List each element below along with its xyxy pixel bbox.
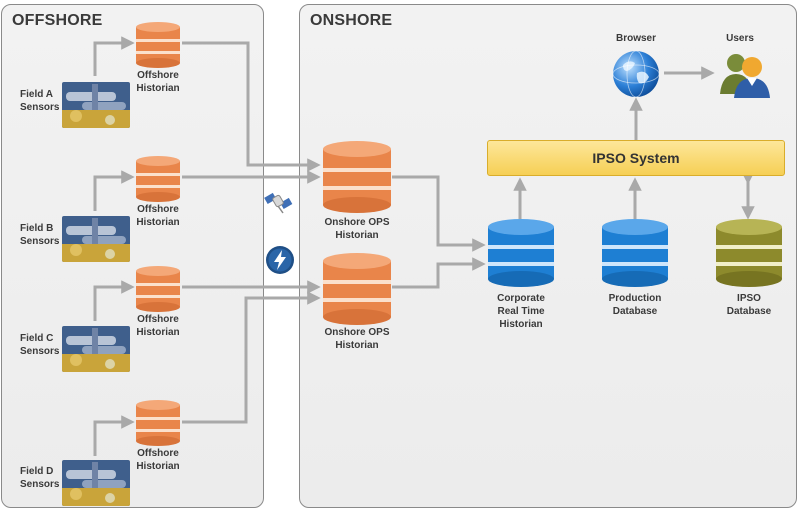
ipso-system-box: IPSO System [487, 140, 785, 176]
offshore-historian-c-icon [136, 266, 180, 312]
arrow-historian-d-to-ops2 [182, 291, 321, 424]
offshore-historian-c-label: Offshore Historian [136, 314, 180, 338]
field-c-sensors-label: Field C Sensors [20, 333, 60, 357]
sensor-photo [62, 460, 130, 506]
field-a-sensors-label: Field A Sensors [20, 89, 60, 113]
ipso-database-icon [716, 219, 782, 287]
field-b-sensors-label: Field B Sensors [20, 223, 60, 247]
browser-label: Browser [615, 33, 656, 44]
offshore-historian-d-label: Offshore Historian [136, 448, 180, 472]
offshore-title: OFFSHORE [12, 12, 103, 29]
lightning-icon [266, 246, 294, 274]
offshore-historian-a-icon [136, 22, 180, 68]
arrow-ops2-to-corporate [392, 257, 486, 289]
arrow-field-a-to-historian [93, 36, 135, 76]
arrow-field-d-to-historian [93, 415, 135, 456]
satellite-icon [264, 192, 293, 214]
users-label: Users [726, 33, 754, 44]
arrow-field-b-to-historian [93, 170, 135, 211]
corporate-historian-label: Corporate Real Time Historian [497, 293, 545, 330]
onshore-title: ONSHORE [310, 12, 393, 29]
offshore-historian-b-label: Offshore Historian [136, 204, 180, 228]
onshore-ops-historian-1-icon [323, 141, 391, 213]
onshore-ops-historian-2-label: Onshore OPS Historian [324, 327, 390, 351]
arrow-ops1-to-corporate [392, 175, 486, 252]
sensor-photo [62, 82, 130, 128]
users-icon [720, 54, 770, 98]
onshore-ops-historian-2-icon [323, 253, 391, 325]
arrow-historian-a-to-ops1 [182, 41, 321, 172]
offshore-historian-d-icon [136, 400, 180, 446]
sensor-photo [62, 326, 130, 372]
ipso-system-label: IPSO System [592, 150, 680, 166]
offshore-historian-a-label: Offshore Historian [136, 70, 180, 94]
ipso-database-label: IPSO Database [726, 293, 772, 317]
field-d-sensors-label: Field D Sensors [20, 466, 60, 490]
arrow-field-c-to-historian [93, 280, 135, 321]
corporate-historian-icon [488, 219, 554, 287]
sensor-photo [62, 216, 130, 262]
offshore-historian-b-icon [136, 156, 180, 202]
production-database-icon [602, 219, 668, 287]
globe-icon [612, 50, 660, 98]
production-database-label: Production Database [608, 293, 662, 317]
onshore-ops-historian-1-label: Onshore OPS Historian [324, 217, 390, 241]
